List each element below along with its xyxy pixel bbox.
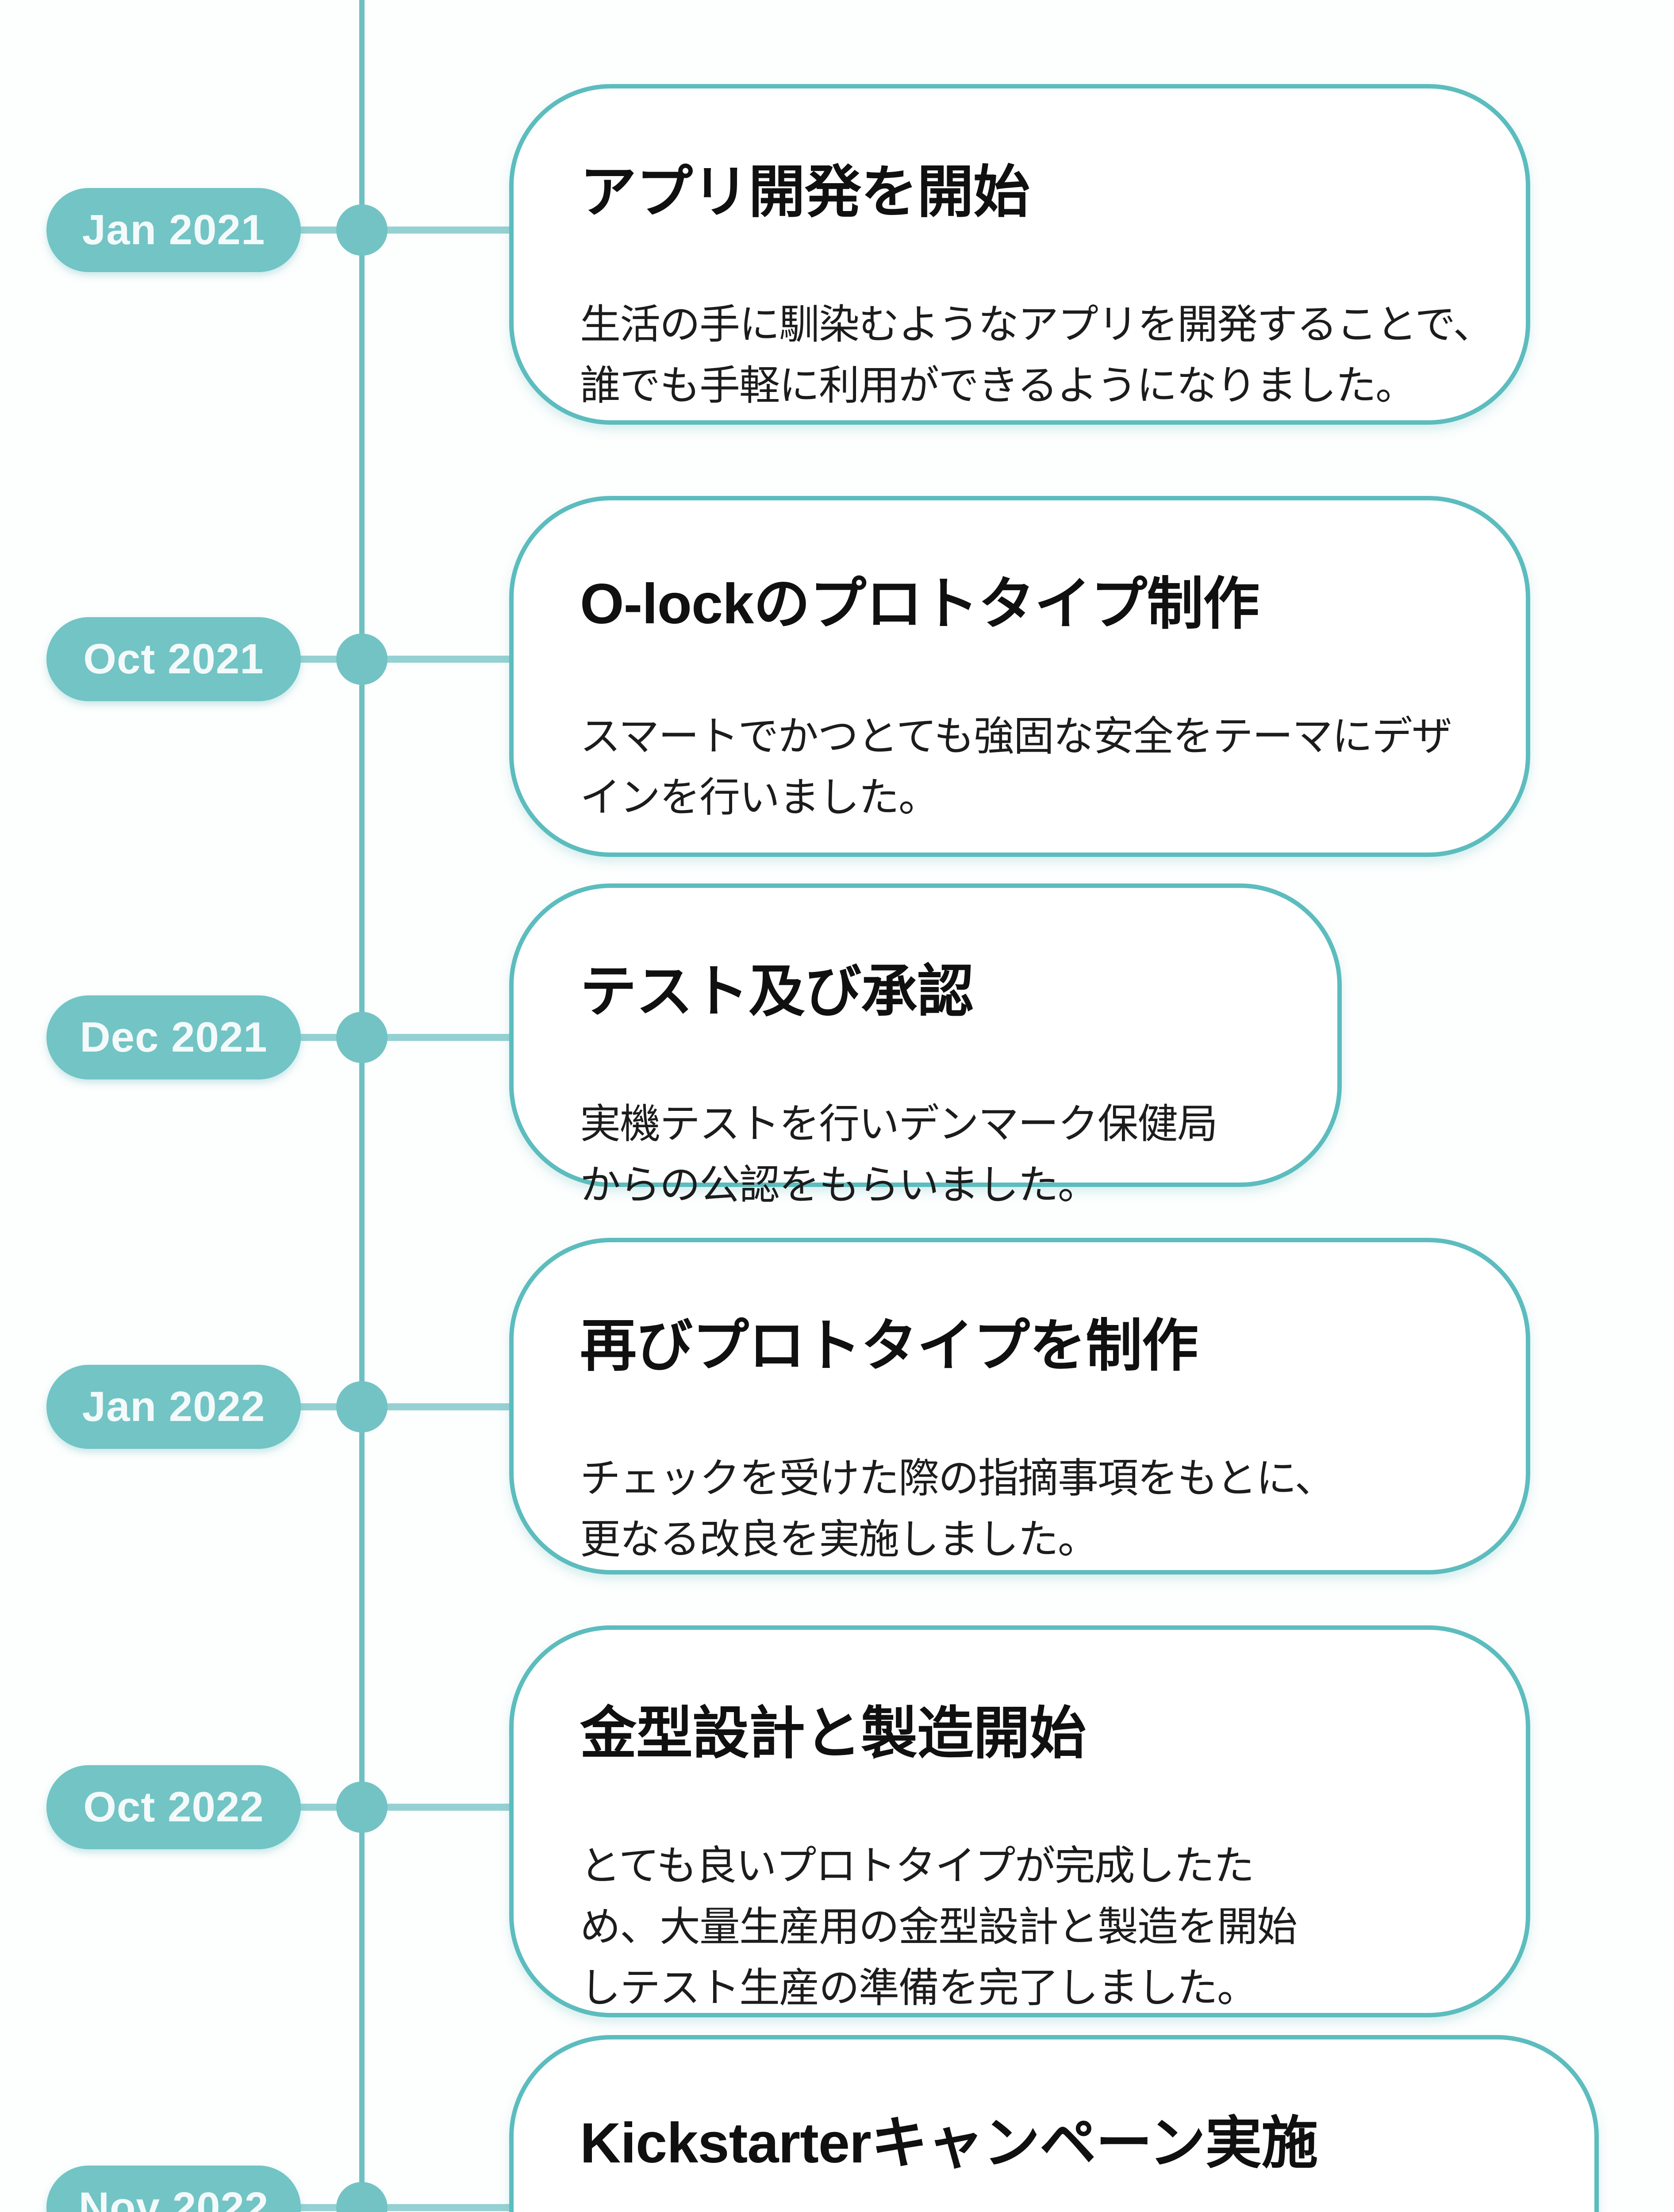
- milestone-description: スマートでかつとても強固な安全をテーマにデザ インを行いました。: [580, 714, 1452, 820]
- milestone-description: とても良いプロトタイプが完成したた め、大量生産用の金型設計と製造を開始 しテス…: [580, 1843, 1298, 2011]
- milestone-title: アプリ開発を開始: [580, 161, 1030, 224]
- milestone-card: O-lockのプロトタイプ制作 スマートでかつとても強固な安全をテーマにデザ イ…: [509, 496, 1530, 857]
- connector-line: [274, 227, 515, 234]
- connector-line: [274, 656, 515, 663]
- date-badge: Jan 2022: [46, 1365, 301, 1449]
- milestone-title: 再びプロトタイプを制作: [580, 1314, 1198, 1378]
- timeline-dot: [336, 1381, 388, 1432]
- timeline-line: [359, 0, 365, 2212]
- milestone-description: チェックを受けた際の指摘事項をもとに、 更なる改良を実施しました。: [580, 1456, 1335, 1562]
- milestone-description: 実機テストを行いデンマーク保健局 からの公認をもらいました。: [580, 1102, 1218, 1208]
- milestone-card: Kickstarterキャンペーン実施 Kickstarterで世界先行予約を開…: [509, 2035, 1599, 2212]
- date-badge: Jan 2021: [46, 188, 301, 272]
- connector-line: [274, 1403, 515, 1410]
- milestone-title: O-lockのプロトタイプ制作: [580, 572, 1259, 636]
- milestone-title: Kickstarterキャンペーン実施: [580, 2112, 1318, 2175]
- milestone-card: アプリ開発を開始 生活の手に馴染むようなアプリを開発することで、 誰でも手軽に利…: [509, 84, 1530, 425]
- timeline-dot: [336, 634, 388, 685]
- date-badge: Nov 2022: [46, 2166, 301, 2212]
- milestone-card: テスト及び承認 実機テストを行いデンマーク保健局 からの公認をもらいました。: [509, 883, 1342, 1208]
- timeline-dot: [336, 1782, 388, 1833]
- milestone-title: 金型設計と製造開始: [580, 1702, 1086, 1765]
- date-badge: Oct 2021: [46, 617, 301, 701]
- date-badge: Oct 2022: [46, 1765, 301, 1849]
- timeline-dot: [336, 204, 388, 256]
- connector-line: [274, 1034, 515, 1041]
- connector-line: [274, 2204, 515, 2211]
- milestone-card: 再びプロトタイプを制作 チェックを受けた際の指摘事項をもとに、 更なる改良を実施…: [509, 1238, 1530, 1575]
- milestone-title: テスト及び承認: [580, 960, 974, 1023]
- timeline-dot: [336, 1012, 388, 1063]
- date-badge: Dec 2021: [46, 995, 301, 1079]
- timeline-dot: [336, 2182, 388, 2212]
- milestone-card: 金型設計と製造開始 とても良いプロトタイプが完成したた め、大量生産用の金型設計…: [509, 1625, 1530, 2017]
- connector-line: [274, 1804, 515, 1811]
- milestone-description: 生活の手に馴染むようなアプリを開発することで、 誰でも手軽に利用ができるようにな…: [580, 302, 1494, 408]
